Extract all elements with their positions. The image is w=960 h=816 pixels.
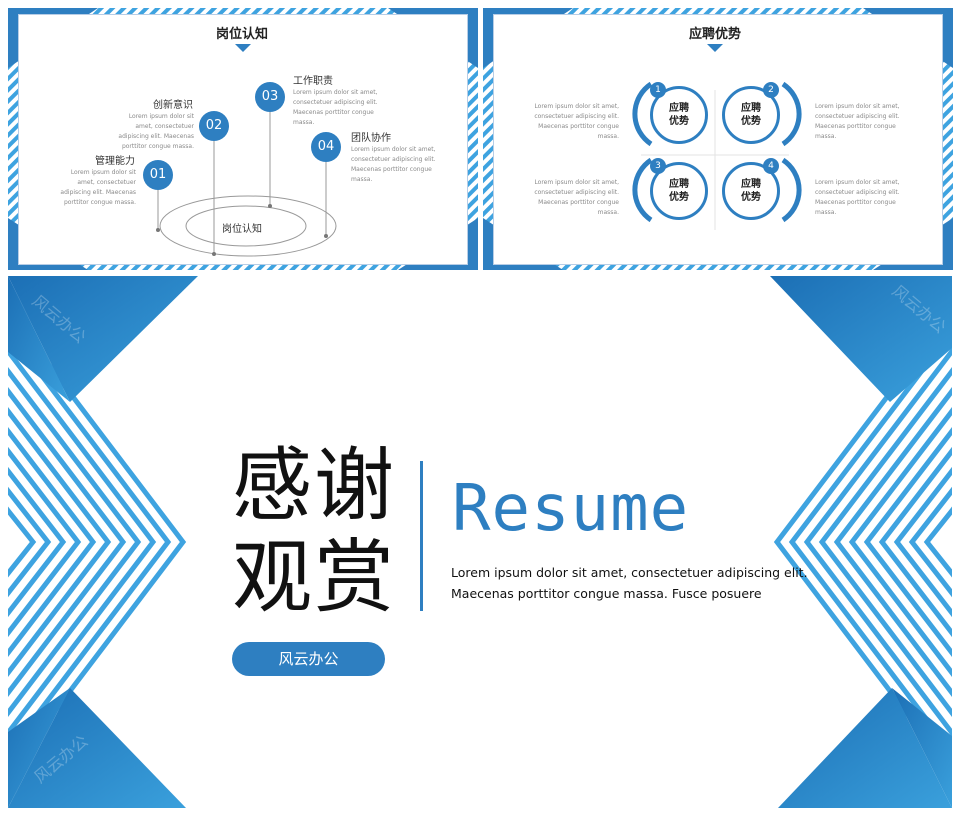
top-left-triangle [8, 276, 198, 402]
advantage-circle-1: 应聘优势 [642, 78, 716, 152]
slide-job-cognition[interactable]: 岗位认知 岗位认知 01 管理能力 Lorem ipsum dolor sit … [8, 8, 478, 270]
advantage-badge-4: 4 [763, 158, 779, 174]
step-badge-02: 02 [199, 111, 229, 141]
advantage-1-line2: 优势 [669, 116, 689, 127]
advantage-badge-1: 1 [650, 82, 666, 98]
slide1-title: 岗位认知 [216, 27, 269, 42]
resume-title: Resume [452, 472, 690, 546]
slide3-decorations [8, 276, 952, 808]
advantage-badge-2: 2 [763, 82, 779, 98]
advantage-text-1: Lorem ipsum dolor sit amet, consectetuer… [534, 103, 619, 140]
advantage-text-2: Lorem ipsum dolor sit amet, consectetuer… [815, 103, 900, 140]
slide2-title: 应聘优势 [689, 27, 742, 42]
slide-thank-you[interactable]: 风云办公 风云办公 风云办公 感谢 观赏 Resume Lorem ipsum … [8, 276, 952, 808]
resume-description: Lorem ipsum dolor sit amet, consectetuer… [451, 565, 808, 601]
slide2-diagram [632, 44, 802, 230]
bottom-left-triangle [8, 688, 186, 808]
step-text-01: Lorem ipsum dolor sit amet, consectetuer… [60, 169, 136, 206]
step-badge-04: 04 [311, 132, 341, 162]
slide-application-advantages[interactable]: 应聘优势 应聘优势 1 应聘优势 2 应聘优势 3 应聘优势 4 Lorem i… [483, 8, 953, 270]
advantage-2-line2: 优势 [741, 116, 761, 127]
step-label-02: 创新意识 [153, 100, 193, 111]
advantage-text-4: Lorem ipsum dolor sit amet, consectetuer… [815, 179, 900, 216]
slide1-diagram [156, 44, 337, 257]
advantage-3-line1: 应聘 [669, 179, 689, 190]
slide1-content-frame [18, 14, 468, 265]
slide2-content-frame [493, 14, 943, 265]
step-label-03: 工作职责 [293, 76, 333, 87]
step-text-03: Lorem ipsum dolor sit amet, consectetuer… [293, 89, 378, 126]
advantage-text-3: Lorem ipsum dolor sit amet, consectetuer… [534, 179, 619, 216]
step-badge-03: 03 [255, 82, 285, 112]
advantage-4-line1: 应聘 [741, 179, 761, 190]
bottom-right-triangle [778, 688, 952, 808]
brand-pill[interactable]: 风云办公 [232, 642, 385, 676]
advantage-circle-4: 应聘优势 [714, 154, 788, 228]
step-label-04: 团队协作 [351, 133, 391, 144]
step-text-04: Lorem ipsum dolor sit amet, consectetuer… [351, 146, 436, 183]
divider-line [420, 461, 423, 611]
advantage-1-line1: 应聘 [669, 103, 689, 114]
top-right-triangle [770, 276, 952, 402]
heading-line-1: 感谢 [232, 439, 396, 532]
center-label: 岗位认知 [222, 224, 262, 235]
advantage-badge-3: 3 [650, 158, 666, 174]
step-text-02: Lorem ipsum dolor sit amet, consectetuer… [118, 113, 194, 150]
step-label-01: 管理能力 [95, 156, 135, 167]
step-badge-01: 01 [143, 160, 173, 190]
heading-line-2: 观赏 [232, 531, 396, 624]
advantage-3-line2: 优势 [669, 192, 689, 203]
advantage-2-line1: 应聘 [741, 103, 761, 114]
advantage-4-line2: 优势 [741, 192, 761, 203]
